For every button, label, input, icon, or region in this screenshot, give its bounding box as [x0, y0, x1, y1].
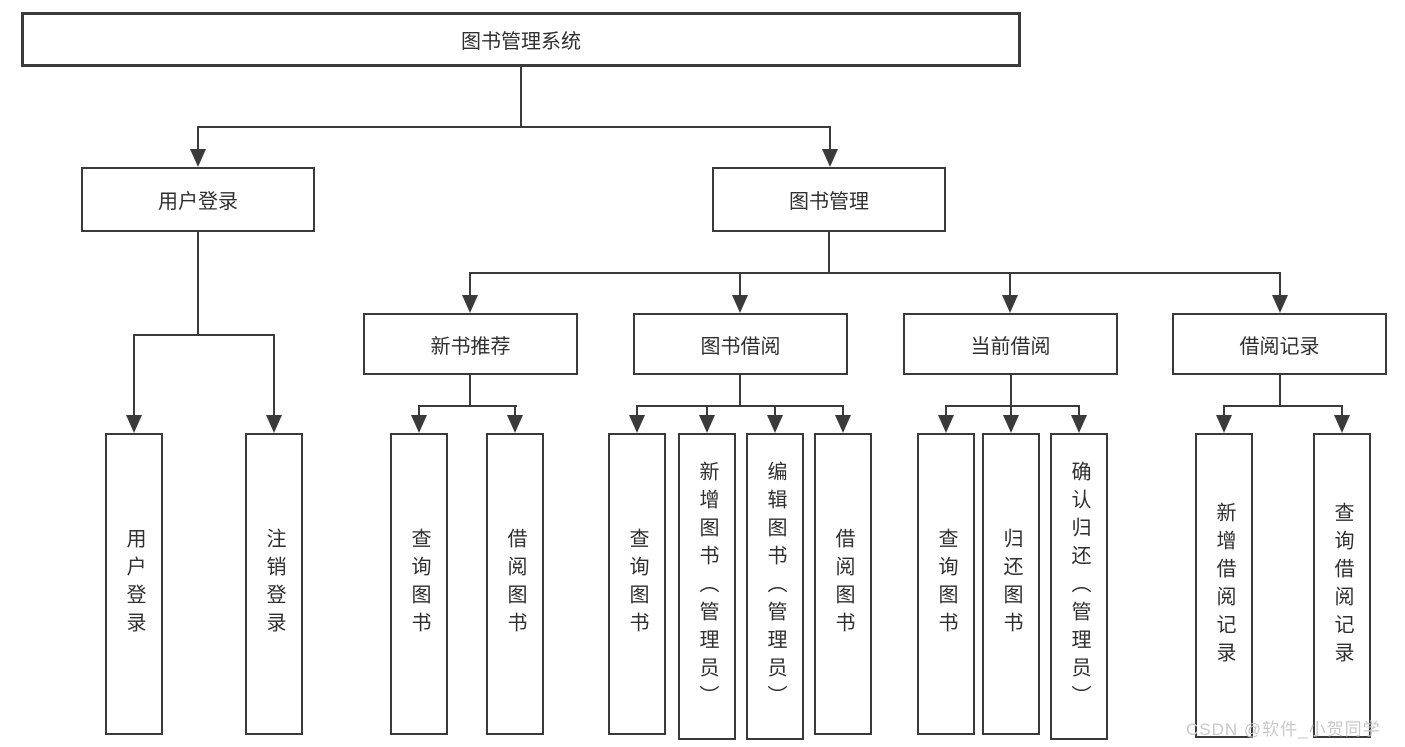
leaf-query-borrow-record: 查询借阅记录	[1313, 433, 1371, 738]
connector-line	[469, 272, 471, 297]
watermark: CSDN @软件_小贺同学	[1186, 720, 1381, 739]
leaf-edit-book-admin-label: 编辑图书（管理员）	[764, 460, 786, 713]
connector-line	[945, 405, 947, 416]
arrow-down-icon	[1272, 295, 1288, 313]
arrow-down-icon	[732, 295, 748, 313]
node-book-borrow-label: 图书借阅	[700, 335, 781, 358]
connector-line	[197, 126, 831, 128]
connector-line	[418, 405, 420, 416]
connector-line	[739, 272, 741, 297]
leaf-borrow-book-recommend-label: 借阅图书	[504, 528, 526, 640]
connector-line	[133, 334, 275, 336]
leaf-query-book-current: 查询图书	[917, 433, 975, 735]
connector-line	[418, 405, 517, 407]
arrow-down-icon	[507, 415, 523, 433]
node-book-management-label: 图书管理	[789, 191, 869, 213]
leaf-query-book-current-label: 查询图书	[935, 528, 957, 640]
connector-line	[1009, 272, 1011, 297]
connector-line	[706, 405, 708, 416]
arrow-down-icon	[835, 415, 851, 433]
node-borrow-records: 借阅记录	[1172, 313, 1387, 375]
connector-line	[520, 67, 522, 127]
leaf-logout-login: 注销登录	[245, 433, 303, 735]
arrow-down-icon	[1003, 415, 1019, 433]
connector-line	[273, 334, 275, 416]
arrow-down-icon	[1002, 295, 1018, 313]
leaf-borrow-book-recommend: 借阅图书	[486, 433, 544, 735]
connector-line	[636, 405, 844, 407]
node-book-management: 图书管理	[712, 167, 946, 232]
leaf-query-book-borrow-label: 查询图书	[626, 528, 648, 640]
node-current-borrow-label: 当前借阅	[970, 335, 1051, 358]
arrow-down-icon	[699, 415, 715, 433]
connector-line	[469, 272, 1281, 274]
leaf-return-book-label: 归还图书	[1000, 528, 1022, 640]
connector-line	[1010, 405, 1012, 416]
node-new-book-recommend: 新书推荐	[363, 313, 578, 375]
leaf-query-book-recommend-label: 查询图书	[408, 528, 430, 640]
connector-line	[469, 375, 471, 406]
leaf-query-book-borrow: 查询图书	[608, 433, 666, 735]
connector-line	[1078, 405, 1080, 416]
leaf-add-book-admin: 新增图书（管理员）	[678, 433, 736, 740]
leaf-user-login: 用户登录	[105, 433, 163, 735]
connector-line	[1341, 405, 1343, 416]
arrow-down-icon	[190, 149, 206, 167]
connector-line	[1279, 375, 1281, 406]
node-user-login: 用户登录	[81, 167, 315, 232]
connector-line	[197, 232, 199, 335]
leaf-confirm-return-admin-label: 确认归还（管理员）	[1068, 460, 1090, 713]
leaf-confirm-return-admin: 确认归还（管理员）	[1050, 433, 1108, 740]
connector-line	[774, 405, 776, 416]
leaf-query-borrow-record-label: 查询借阅记录	[1331, 501, 1353, 670]
leaf-add-borrow-record-label: 新增借阅记录	[1213, 501, 1235, 670]
arrow-down-icon	[266, 415, 282, 433]
leaf-borrow-book-label: 借阅图书	[832, 528, 854, 640]
arrow-down-icon	[1334, 415, 1350, 433]
arrow-down-icon	[462, 295, 478, 313]
arrow-down-icon	[1216, 415, 1232, 433]
connector-line	[133, 334, 135, 416]
connector-line	[197, 126, 199, 151]
arrow-down-icon	[126, 415, 142, 433]
connector-line	[1223, 405, 1343, 407]
leaf-return-book: 归还图书	[982, 433, 1040, 735]
arrow-down-icon	[822, 149, 838, 167]
arrow-down-icon	[411, 415, 427, 433]
node-current-borrow: 当前借阅	[903, 313, 1118, 375]
arrow-down-icon	[1071, 415, 1087, 433]
node-borrow-records-label: 借阅记录	[1239, 335, 1320, 358]
connector-line	[828, 232, 830, 273]
node-root-label: 图书管理系统	[461, 31, 581, 53]
node-root: 图书管理系统	[21, 12, 1021, 67]
leaf-add-borrow-record: 新增借阅记录	[1195, 433, 1253, 738]
node-new-book-recommend-label: 新书推荐	[430, 335, 511, 358]
connector-line	[1010, 375, 1012, 406]
leaf-borrow-book: 借阅图书	[814, 433, 872, 735]
arrow-down-icon	[767, 415, 783, 433]
node-user-login-label: 用户登录	[158, 191, 238, 213]
leaf-edit-book-admin: 编辑图书（管理员）	[746, 433, 804, 740]
connector-line	[636, 405, 638, 416]
leaf-add-book-admin-label: 新增图书（管理员）	[696, 460, 718, 713]
connector-line	[514, 405, 516, 416]
connector-line	[829, 126, 831, 151]
node-book-borrow: 图书借阅	[633, 313, 848, 375]
connector-line	[1279, 272, 1281, 297]
connector-line	[1223, 405, 1225, 416]
connector-line	[945, 405, 1080, 407]
connector-line	[739, 375, 741, 406]
connector-line	[842, 405, 844, 416]
leaf-user-login-label: 用户登录	[123, 528, 145, 640]
leaf-logout-login-label: 注销登录	[263, 528, 285, 640]
leaf-query-book-recommend: 查询图书	[390, 433, 448, 735]
arrow-down-icon	[629, 415, 645, 433]
arrow-down-icon	[938, 415, 954, 433]
